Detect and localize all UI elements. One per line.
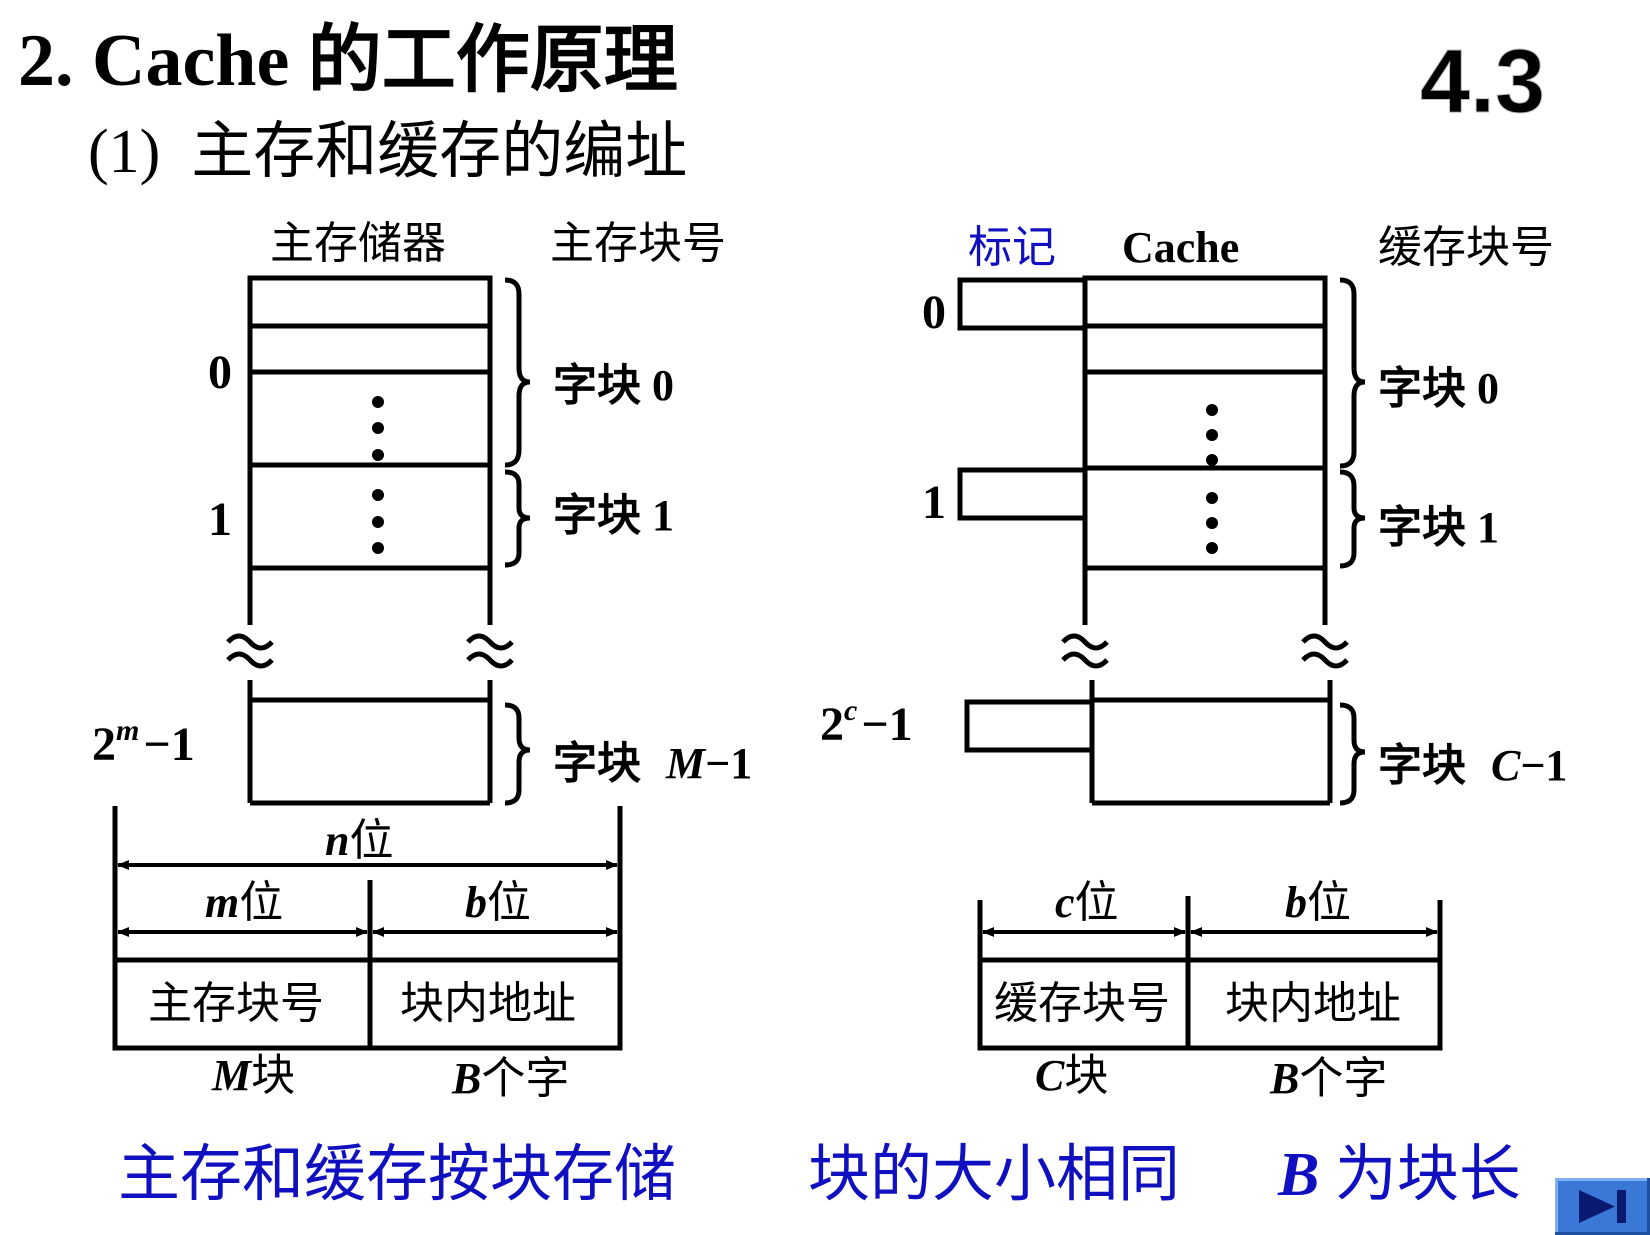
main-brace-label-last: 字块 M−1 xyxy=(553,739,752,788)
cache-brace-label-1: 字块 1 xyxy=(1378,503,1499,552)
cache-count-words: B个字 xyxy=(1269,1054,1387,1103)
main-last-brace-tail: −1 xyxy=(705,739,752,788)
cache-address-format xyxy=(977,896,1443,1051)
main-brace-label-1: 字块 1 xyxy=(553,491,674,540)
cache-brace-label-last: 字块 C−1 xyxy=(1378,741,1567,790)
cache-b-bit-label: b位 xyxy=(1285,878,1351,927)
main-memory-braces xyxy=(504,277,531,806)
cache-b-bit-text: 位 xyxy=(1307,878,1351,927)
main-row-label-0: 0 xyxy=(208,346,232,399)
break-mark-left xyxy=(226,633,514,669)
cache-row-label-last: 2c−1 xyxy=(820,694,913,751)
main-field-offset: 块内地址 xyxy=(400,979,576,1028)
cache-tag-cell-0 xyxy=(957,277,1088,331)
main-row-label-last-tail: −1 xyxy=(143,718,194,771)
cache-row-label-last-tail: −1 xyxy=(861,698,912,751)
cache-ellipsis xyxy=(1206,404,1218,554)
cache-header: Cache xyxy=(1122,223,1239,272)
main-b-bit-label: b位 xyxy=(465,878,531,927)
main-count-words-italic: B xyxy=(451,1054,481,1103)
cache-count-words-text: 个字 xyxy=(1299,1054,1387,1103)
cache-field-offset: 块内地址 xyxy=(1225,979,1401,1028)
cache-field-block-no: 缓存块号 xyxy=(994,979,1170,1028)
cache-memory xyxy=(1082,275,1333,806)
footer-storage-note: 主存和缓存按块存储 xyxy=(118,1141,676,1209)
cache-last-brace-italic: C xyxy=(1491,741,1521,790)
footer-block-length-note: B 为块长 xyxy=(1277,1141,1521,1209)
main-count-blocks-text: 块 xyxy=(251,1051,295,1100)
page-title: 2. Cache 的工作原理 xyxy=(18,20,678,102)
footer-block-size-note: 块的大小相同 xyxy=(808,1141,1180,1209)
main-address-format xyxy=(112,806,623,1051)
main-m-bit-italic: m xyxy=(205,878,239,927)
cache-count-blocks-text: 块 xyxy=(1064,1051,1108,1100)
main-n-bit-italic: n xyxy=(325,816,349,865)
main-m-bit-label: m位 xyxy=(205,878,283,927)
main-count-blocks-italic: M xyxy=(211,1051,253,1100)
cache-count-blocks-italic: C xyxy=(1035,1051,1065,1100)
main-count-blocks: M块 xyxy=(211,1051,295,1100)
cache-row-label-last-exp: c xyxy=(844,694,857,727)
cache-c-bit-text: 位 xyxy=(1075,878,1119,927)
footer-b-italic: B xyxy=(1277,1141,1319,1209)
break-mark-right xyxy=(1061,633,1349,669)
main-row-label-last: 2m−1 xyxy=(92,714,195,771)
cache-block-no-header: 缓存块号 xyxy=(1378,223,1554,272)
cache-brace-label-0: 字块 0 xyxy=(1378,364,1499,413)
main-count-words-text: 个字 xyxy=(481,1054,569,1103)
cache-row-label-1: 1 xyxy=(922,476,946,529)
cache-row-label-last-base: 2 xyxy=(820,698,844,751)
main-m-bit-text: 位 xyxy=(239,878,283,927)
subtitle: (1) 主存和缓存的编址 xyxy=(88,118,687,186)
main-brace-label-0: 字块 0 xyxy=(553,361,674,410)
cache-c-bit-italic: c xyxy=(1055,878,1075,927)
main-last-brace-italic: M xyxy=(665,739,707,788)
main-field-block-no: 主存块号 xyxy=(148,979,324,1028)
cache-c-bit-label: c位 xyxy=(1055,878,1119,927)
main-count-words: B个字 xyxy=(451,1054,569,1103)
main-memory xyxy=(247,275,493,806)
main-row-label-last-base: 2 xyxy=(92,718,116,771)
main-row-label-last-exp: m xyxy=(116,714,139,747)
cache-count-words-italic: B xyxy=(1269,1054,1299,1103)
cache-last-brace-tail: −1 xyxy=(1520,741,1567,790)
next-slide-button[interactable] xyxy=(1555,1178,1650,1235)
main-n-bit-text: 位 xyxy=(349,816,393,865)
main-last-brace-text: 字块 xyxy=(553,739,652,788)
cache-braces xyxy=(1339,277,1366,806)
cache-row-label-0: 0 xyxy=(922,286,946,339)
skip-next-icon xyxy=(1579,1190,1626,1223)
main-n-bit-label: n位 xyxy=(325,816,393,865)
section-number: 4.3 xyxy=(1420,32,1545,132)
cache-tag-cell-last xyxy=(964,699,1095,753)
main-memory-ellipsis xyxy=(372,396,384,554)
main-address-arrows xyxy=(117,860,618,937)
footer-b-text: 为块长 xyxy=(1319,1141,1521,1209)
main-block-no-header: 主存块号 xyxy=(550,219,726,268)
main-b-bit-italic: b xyxy=(465,878,487,927)
cache-tag-cells xyxy=(957,277,1095,753)
main-row-label-1: 1 xyxy=(208,493,232,546)
cache-b-bit-italic: b xyxy=(1285,878,1307,927)
cache-tag-header: 标记 xyxy=(968,223,1056,272)
cache-tag-cell-1 xyxy=(957,467,1088,521)
cache-count-blocks: C块 xyxy=(1035,1051,1108,1100)
main-memory-header: 主存储器 xyxy=(270,219,446,268)
main-b-bit-text: 位 xyxy=(487,878,531,927)
cache-last-brace-text: 字块 xyxy=(1378,741,1477,790)
